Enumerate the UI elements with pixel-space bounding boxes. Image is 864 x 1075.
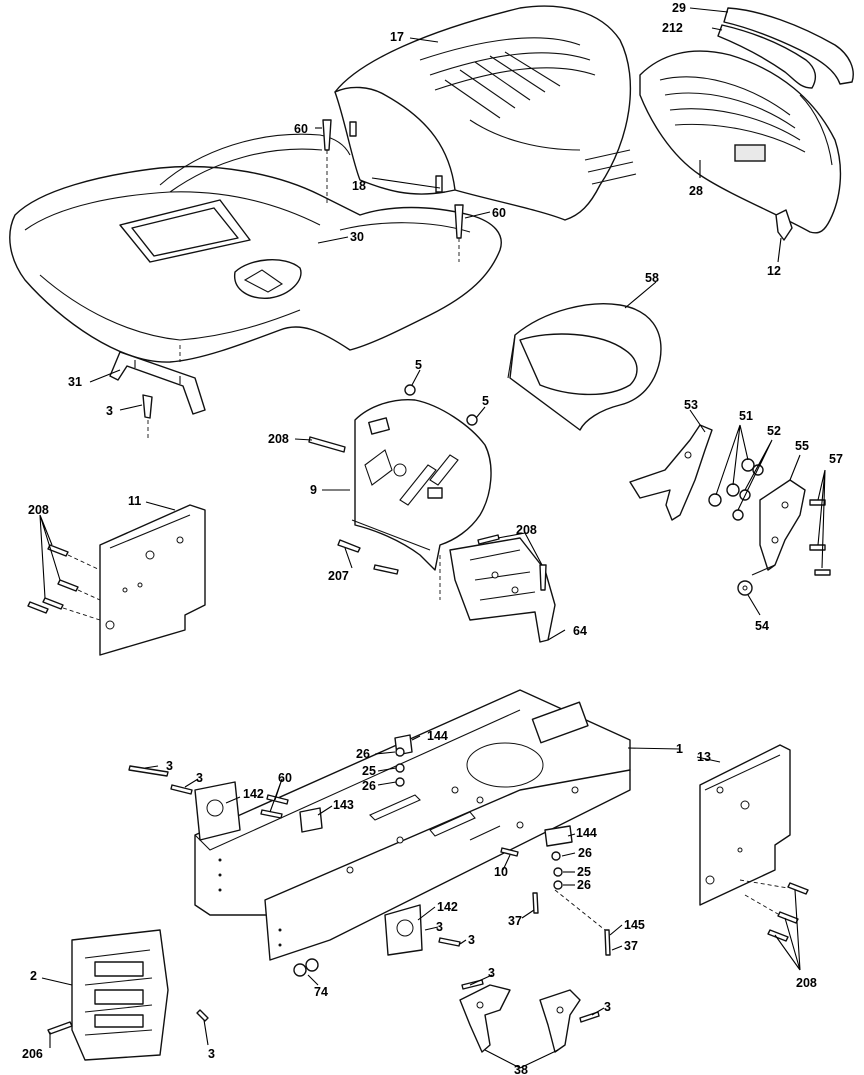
callout-26-right-b: 26 bbox=[577, 878, 591, 892]
callout-30: 30 bbox=[350, 230, 364, 244]
callout-3-frame-a: 3 bbox=[166, 759, 173, 773]
callout-60-frame: 60 bbox=[278, 771, 292, 785]
callout-26-right-a: 26 bbox=[578, 846, 592, 860]
hood-part-17 bbox=[334, 5, 637, 221]
clip-part-143 bbox=[299, 807, 323, 833]
callout-11: 11 bbox=[128, 494, 141, 508]
callout-labels: 17 60 18 60 30 29 212 28 12 58 31 3 5 5 … bbox=[22, 1, 843, 1075]
grille-bracket-part-29 bbox=[717, 7, 854, 89]
callout-10: 10 bbox=[494, 865, 508, 879]
callout-60-hood: 60 bbox=[294, 122, 308, 136]
tank-shroud-part-58 bbox=[507, 303, 662, 431]
pivot-part-54 bbox=[737, 564, 776, 596]
side-panel-right-part-13 bbox=[699, 744, 791, 906]
callout-13: 13 bbox=[697, 750, 711, 764]
bolts-part-208-right bbox=[739, 879, 809, 942]
callout-58: 58 bbox=[645, 271, 659, 285]
bracket-plate-part-142-left bbox=[194, 781, 241, 841]
callout-1: 1 bbox=[676, 742, 683, 756]
callout-208-right: 208 bbox=[796, 976, 817, 990]
grille-part-28 bbox=[639, 50, 842, 234]
callout-54: 54 bbox=[755, 619, 769, 633]
hinge-strip-part-18b bbox=[435, 175, 443, 193]
leader-lines bbox=[39, 7, 826, 1069]
callout-3-plate: 3 bbox=[208, 1047, 215, 1061]
callout-3-rear-a: 3 bbox=[488, 966, 495, 980]
callout-37-left: 37 bbox=[508, 914, 522, 928]
clip-part-12 bbox=[775, 209, 793, 241]
callout-53: 53 bbox=[684, 398, 698, 412]
rear-plate-part-2 bbox=[71, 929, 169, 1061]
seat-bracket-part-31 bbox=[109, 351, 206, 415]
steering-plate-part-55 bbox=[759, 479, 806, 571]
callout-64: 64 bbox=[573, 624, 587, 638]
callout-29: 29 bbox=[672, 1, 686, 15]
bolts-part-3-rear bbox=[461, 979, 600, 1023]
main-frame-part-1 bbox=[194, 689, 631, 961]
callout-9: 9 bbox=[310, 483, 317, 497]
callout-18: 18 bbox=[352, 179, 366, 193]
side-panel-left-part-11 bbox=[99, 504, 206, 656]
callout-212: 212 bbox=[662, 21, 683, 35]
bolts-part-208-left bbox=[27, 544, 101, 621]
callout-2: 2 bbox=[30, 969, 37, 983]
callout-55: 55 bbox=[795, 439, 809, 453]
steering-arm-part-53 bbox=[629, 424, 713, 521]
rear-bracket-part-38-left bbox=[459, 984, 511, 1053]
callout-51: 51 bbox=[739, 409, 753, 423]
callout-208-left: 208 bbox=[28, 503, 49, 517]
callout-144-mid: 144 bbox=[576, 826, 597, 840]
callout-37-right: 37 bbox=[624, 939, 638, 953]
callout-17: 17 bbox=[390, 30, 404, 44]
bracket-plate-part-142-right bbox=[384, 904, 423, 956]
bolts-part-57 bbox=[809, 499, 831, 576]
callout-142-right: 142 bbox=[437, 900, 458, 914]
callout-5-right: 5 bbox=[482, 394, 489, 408]
dash-support-part-64 bbox=[439, 537, 556, 643]
rear-bracket-part-38-right bbox=[539, 989, 581, 1053]
callout-144-top: 144 bbox=[427, 729, 448, 743]
callout-3-frame-d: 3 bbox=[468, 933, 475, 947]
dash-panel-part-9 bbox=[351, 398, 492, 571]
callout-206: 206 bbox=[22, 1047, 43, 1061]
callout-208-dash: 208 bbox=[268, 432, 289, 446]
callout-3-frame-b: 3 bbox=[196, 771, 203, 785]
bolts-frame bbox=[128, 765, 611, 1022]
callout-26-top: 26 bbox=[356, 747, 370, 761]
callout-26-mid: 26 bbox=[362, 779, 376, 793]
bolts-upper bbox=[142, 119, 547, 591]
callout-208-support: 208 bbox=[516, 523, 537, 537]
fender-part-30 bbox=[9, 133, 502, 363]
callout-3-rear-b: 3 bbox=[604, 1000, 611, 1014]
callout-143: 143 bbox=[333, 798, 354, 812]
hinge-strip-part-18 bbox=[349, 121, 357, 137]
callout-74: 74 bbox=[314, 985, 328, 999]
callout-28: 28 bbox=[689, 184, 703, 198]
callout-52: 52 bbox=[767, 424, 781, 438]
callout-57: 57 bbox=[829, 452, 843, 466]
callout-31: 31 bbox=[68, 375, 82, 389]
callout-3-seat: 3 bbox=[106, 404, 113, 418]
pin-part-206 bbox=[47, 1021, 73, 1035]
callout-5-top: 5 bbox=[415, 358, 422, 372]
callout-38: 38 bbox=[514, 1063, 528, 1075]
callout-142-left: 142 bbox=[243, 787, 264, 801]
callout-3-frame-c: 3 bbox=[436, 920, 443, 934]
callout-25-top: 25 bbox=[362, 764, 376, 778]
callout-207: 207 bbox=[328, 569, 349, 583]
callout-60-fender: 60 bbox=[492, 206, 506, 220]
callout-145: 145 bbox=[624, 918, 645, 932]
callout-25-right: 25 bbox=[577, 865, 591, 879]
clip-part-144-mid bbox=[544, 825, 573, 847]
callout-12: 12 bbox=[767, 264, 781, 278]
